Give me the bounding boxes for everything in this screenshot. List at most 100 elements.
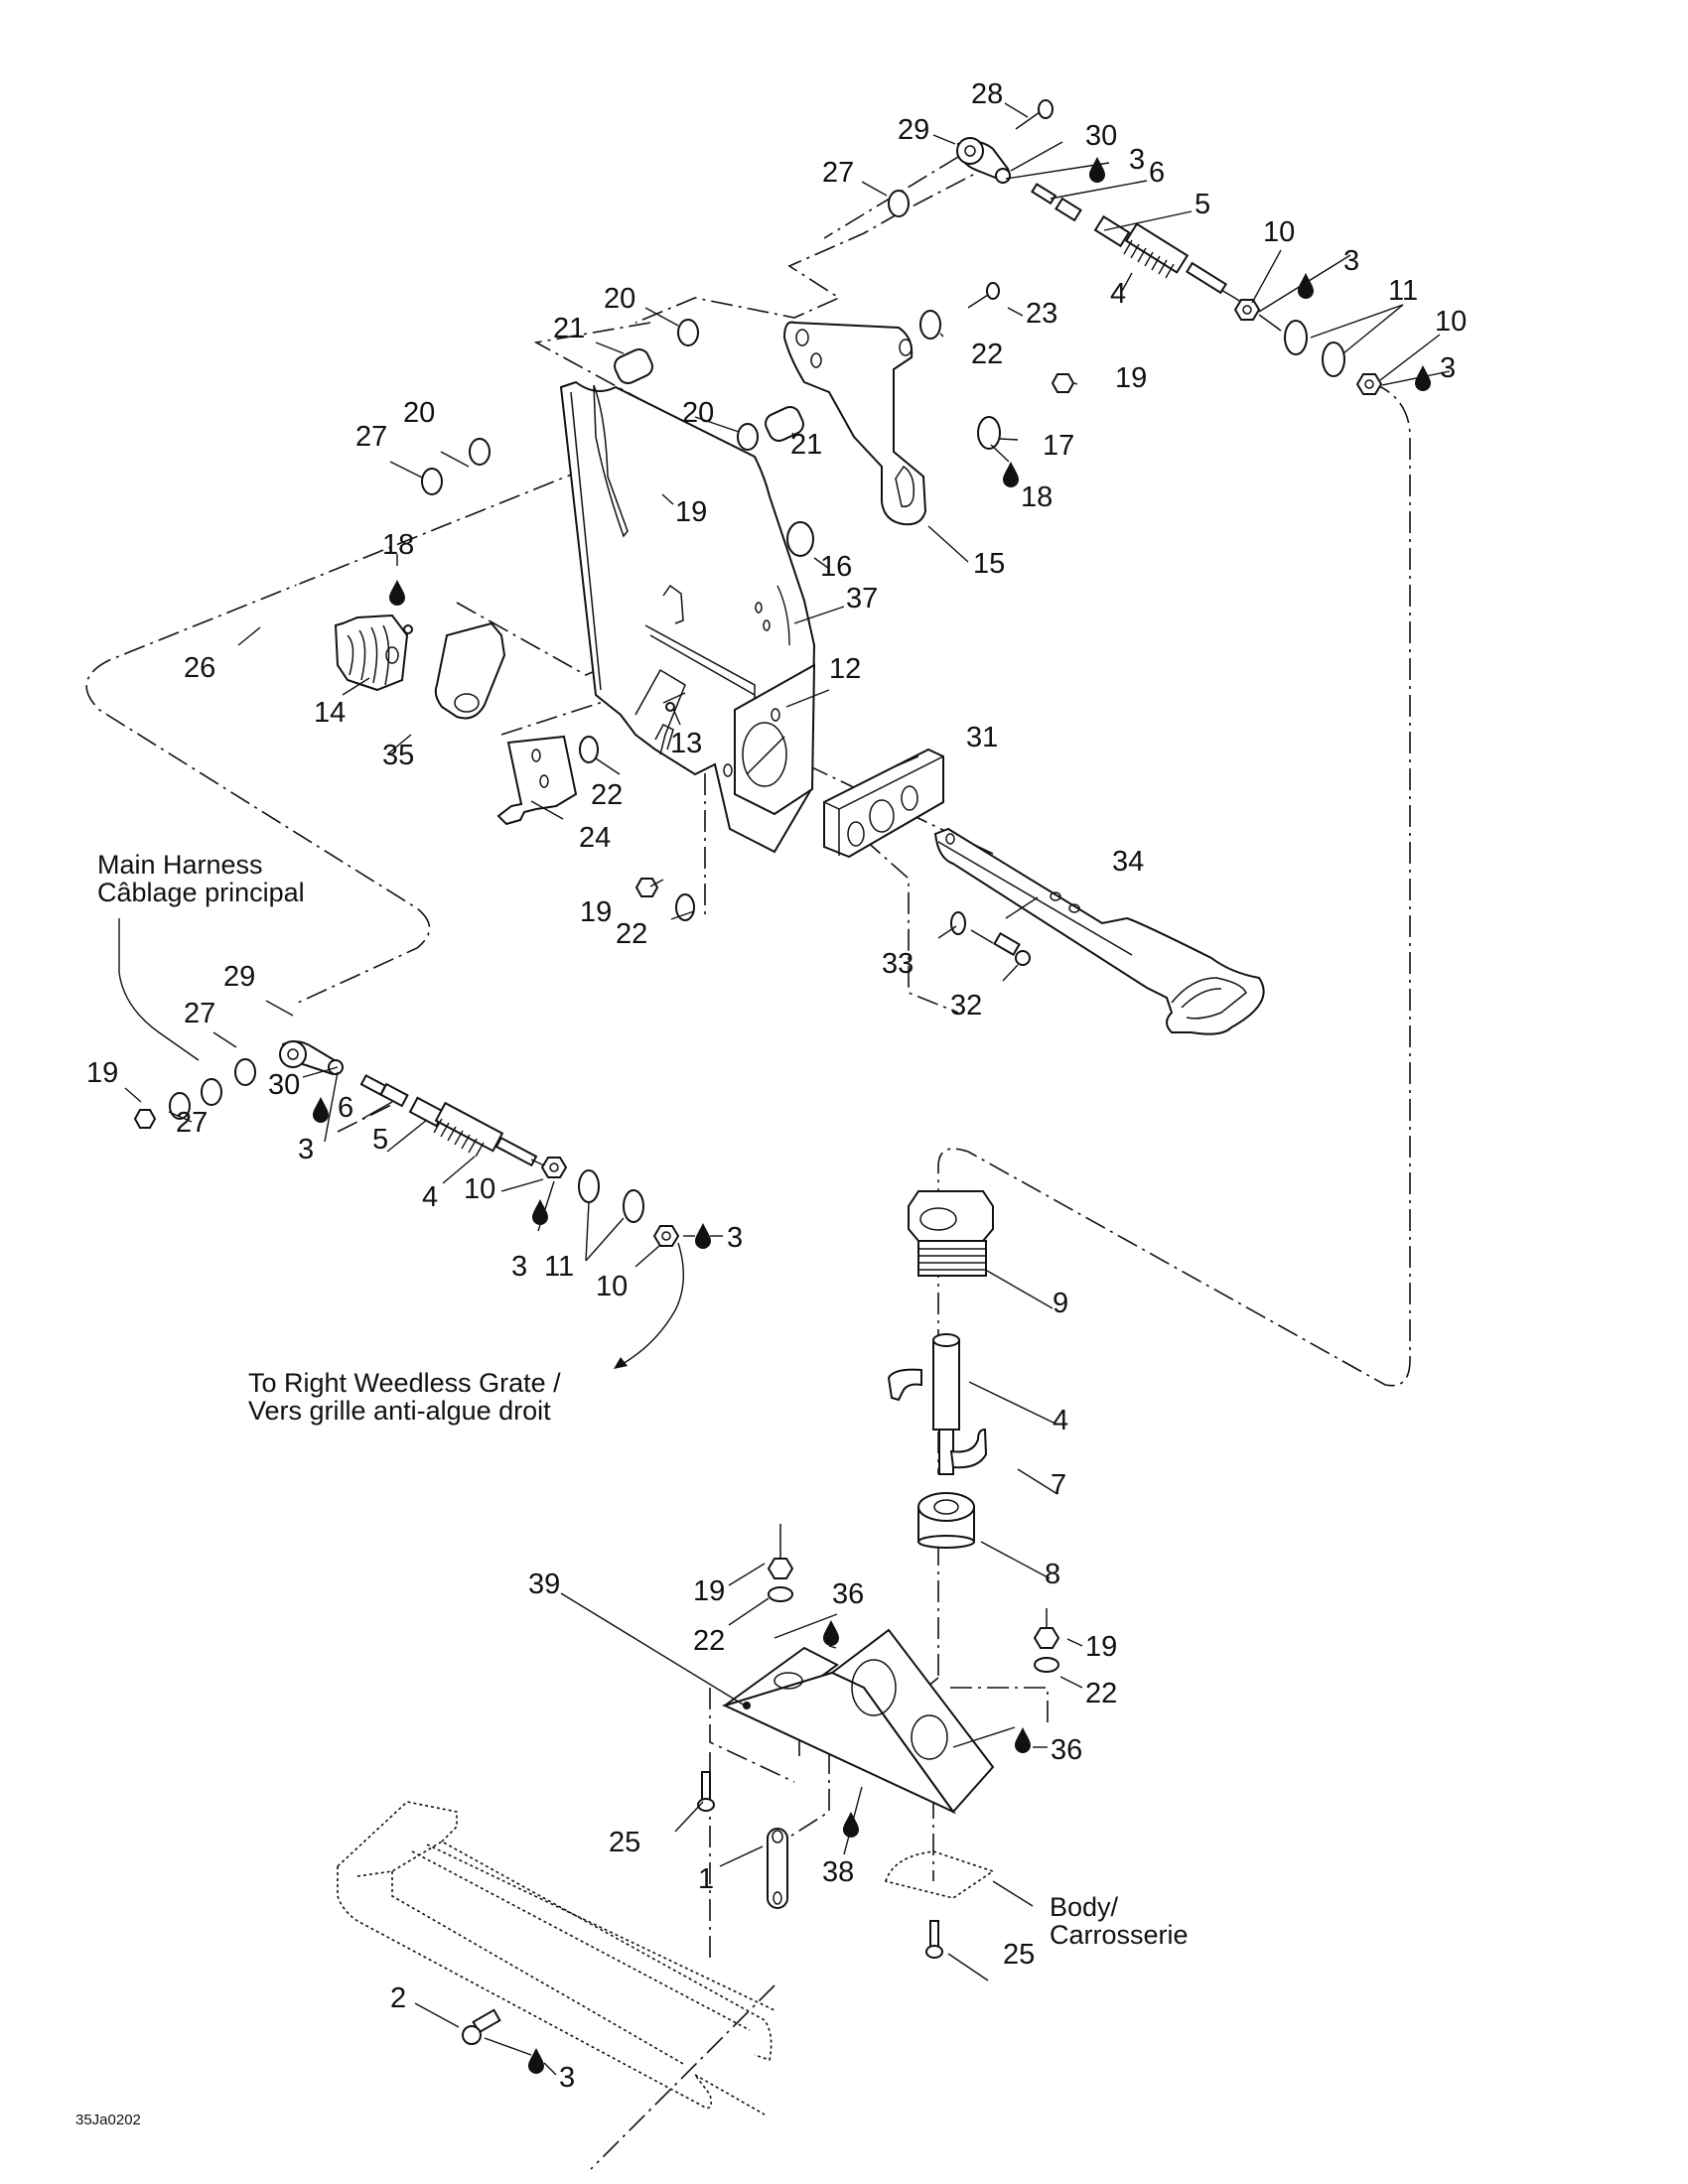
callout-3: 3 (511, 1251, 527, 1283)
callout-19: 19 (580, 896, 612, 928)
spring-14 (334, 614, 413, 692)
callout-15: 15 (973, 548, 1005, 580)
callout-4: 4 (1053, 1405, 1068, 1436)
oil-drop-icon (313, 1097, 329, 1123)
callout-22: 22 (616, 918, 647, 950)
clip-24 (496, 735, 578, 826)
main-harness-wire (118, 918, 200, 1061)
cable-end-top (1031, 183, 1247, 306)
washer-27c (234, 1058, 256, 1086)
washer-33 (950, 911, 966, 935)
callout-12: 12 (829, 653, 861, 685)
callout-23: 23 (1026, 298, 1057, 330)
washer-27e (169, 1092, 191, 1120)
callout-33: 33 (882, 948, 914, 980)
washer-22c (675, 893, 695, 921)
strip-37 (776, 585, 790, 646)
callout-10: 10 (596, 1271, 628, 1302)
nuts-washers-top-right (1233, 299, 1383, 395)
main-harness-label-fr: Câblage principal (97, 878, 305, 907)
callout-19: 19 (693, 1575, 725, 1607)
callout-20: 20 (403, 397, 435, 429)
callout-30: 30 (268, 1069, 300, 1101)
bracket-15 (782, 321, 927, 526)
callout-35: 35 (382, 740, 414, 771)
washer-27d (201, 1078, 222, 1106)
callout-36: 36 (1051, 1734, 1082, 1766)
callout-26: 26 (184, 652, 215, 684)
callout-3: 3 (1343, 245, 1359, 277)
washer-22b (579, 736, 599, 763)
weedless-grate (337, 1801, 775, 2116)
bolt-2 (462, 2008, 501, 2045)
screw-25a (697, 1771, 715, 1812)
callout-36: 36 (832, 1578, 864, 1610)
washer-27 (888, 190, 910, 217)
oil-drop-icon (1089, 157, 1105, 183)
callout-19: 19 (1085, 1631, 1117, 1663)
nut-19c (634, 878, 659, 897)
callout-21: 21 (790, 429, 822, 461)
callout-19: 19 (1115, 362, 1147, 394)
cable-end-left (359, 1074, 547, 1167)
oil-drop-icon (1415, 365, 1431, 391)
callout-28: 28 (971, 78, 1003, 110)
washer-22e (1034, 1657, 1059, 1673)
pin-26 (257, 565, 299, 715)
nut-19d (133, 1109, 157, 1129)
collet-7b (949, 1428, 988, 1469)
washer-27b (421, 468, 443, 495)
callout-27: 27 (184, 998, 215, 1029)
pedal-arm-34 (933, 827, 1265, 1035)
lever-29 (956, 137, 1011, 184)
callout-20: 20 (604, 283, 635, 315)
body-plate (884, 1850, 995, 1899)
callout-39: 39 (528, 1569, 560, 1600)
callout-22: 22 (591, 779, 623, 811)
oil-drop-icon (1298, 273, 1314, 299)
oil-drop-icon (1015, 1727, 1031, 1753)
screw-28 (1015, 99, 1054, 130)
callout-20: 20 (682, 397, 714, 429)
body-label-fr: Carrosserie (1050, 1920, 1189, 1950)
weedless-grate-label-en: To Right Weedless Grate / (248, 1368, 561, 1398)
callout-9: 9 (1053, 1288, 1068, 1319)
callout-6: 6 (338, 1092, 353, 1124)
callout-19: 19 (675, 496, 707, 528)
callout-3: 3 (1440, 352, 1456, 384)
annotations: Main Harness Câblage principal To Right … (75, 850, 1189, 2128)
washer-17 (977, 416, 1001, 450)
callout-34: 34 (1112, 846, 1144, 878)
callout-6: 6 (1149, 157, 1165, 189)
callout-7: 7 (1051, 1469, 1066, 1501)
callout-19: 19 (86, 1057, 118, 1089)
callout-11: 11 (1388, 275, 1418, 307)
callout-24: 24 (579, 822, 611, 854)
callout-14: 14 (314, 697, 346, 729)
callout-10: 10 (1263, 216, 1295, 248)
callout-5: 5 (372, 1124, 388, 1156)
callout-37: 37 (846, 583, 878, 614)
callout-18: 18 (382, 529, 414, 561)
block-35 (434, 621, 506, 720)
callout-13: 13 (670, 728, 702, 759)
oil-drop-icon (1003, 462, 1019, 487)
callout-17: 17 (1043, 430, 1074, 462)
washer-22 (919, 310, 941, 340)
main-harness-label-en: Main Harness (97, 850, 263, 880)
callout-numbers: 28 29 30 3 27 6 5 10 3 4 11 10 3 20 23 2… (86, 78, 1467, 2094)
nut-19b (1051, 373, 1075, 393)
callout-21: 21 (553, 313, 585, 344)
oil-drop-icon (695, 1223, 711, 1249)
washer-20b (737, 423, 759, 451)
callout-30: 30 (1085, 120, 1117, 152)
plug-9 (908, 1190, 994, 1277)
bracket-39 (722, 1628, 995, 1815)
oil-drop-icon (389, 580, 405, 606)
callout-18: 18 (1021, 481, 1053, 513)
washer-20c (469, 438, 491, 466)
callout-22: 22 (971, 339, 1003, 370)
oil-drop-icon (823, 1620, 839, 1646)
callout-2: 2 (390, 1982, 406, 2014)
